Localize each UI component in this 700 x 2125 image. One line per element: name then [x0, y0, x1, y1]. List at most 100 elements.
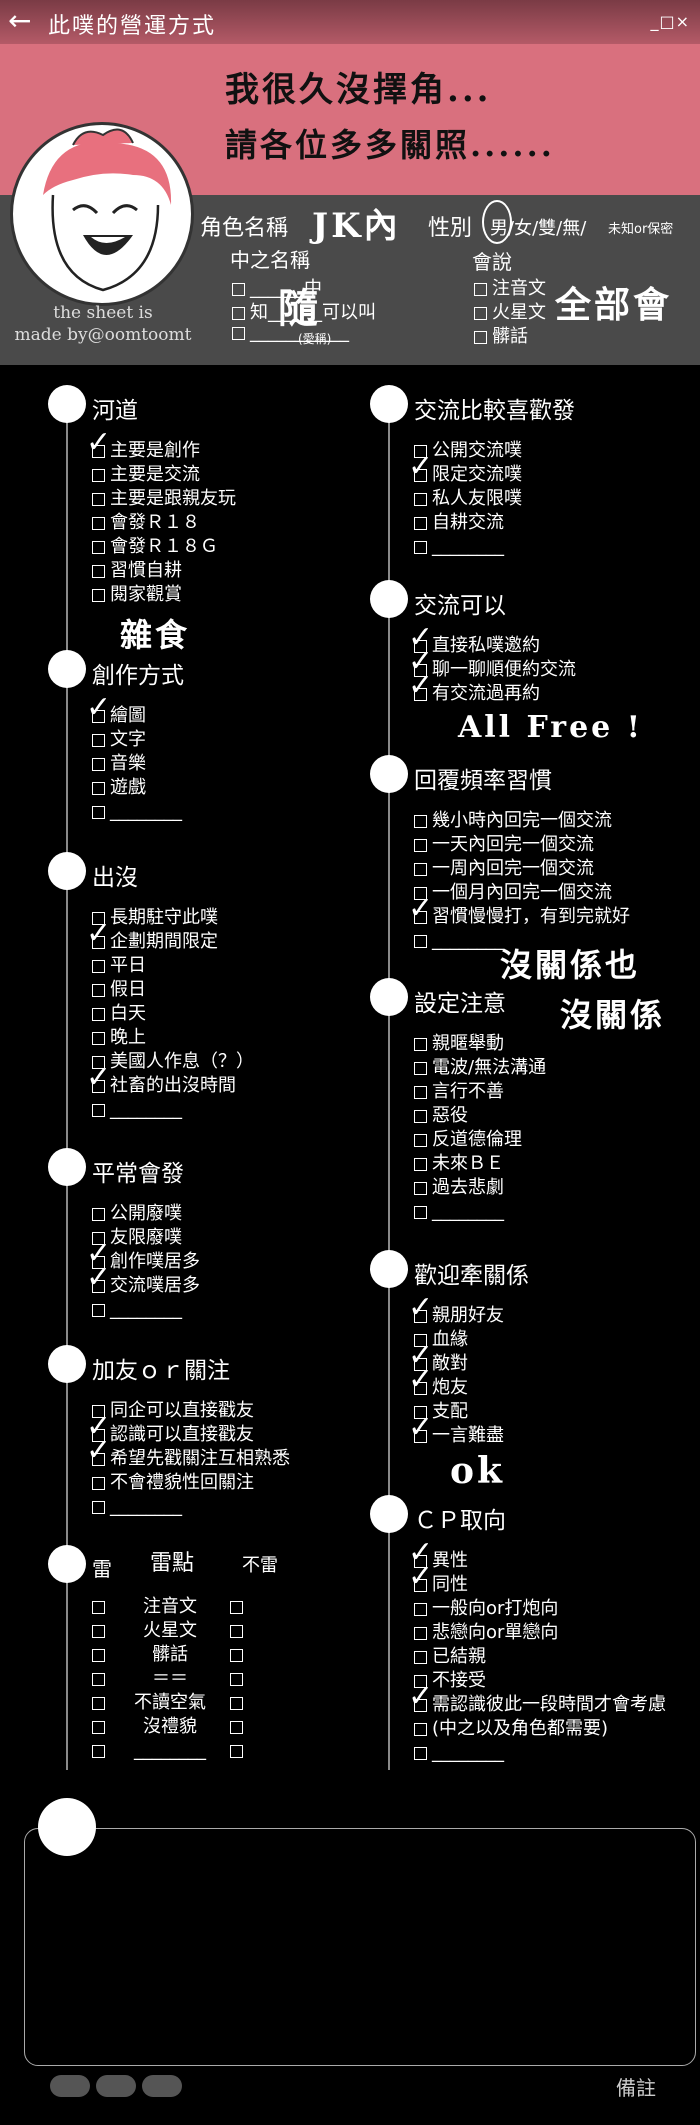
setting-option-blank[interactable]: ________ [414, 1200, 504, 1224]
friend-option-0[interactable]: 同企可以直接戳友 [92, 1399, 254, 1423]
checkbox-icon[interactable] [230, 1720, 243, 1734]
exchange-option-1[interactable]: 限定交流噗 [414, 463, 522, 487]
river-option-4[interactable]: 會發Ｒ１８Ｇ [92, 535, 218, 559]
reply-option-blank[interactable]: ________ [414, 929, 504, 953]
lang-opt2[interactable]: 火星文 [474, 298, 546, 324]
reply-option-2[interactable]: 一周內回完一個交流 [414, 857, 594, 881]
welcome-option-2[interactable]: 敵對 [414, 1352, 468, 1376]
reply-option-3[interactable]: 一個月內回完一個交流 [414, 881, 612, 905]
usual-option-3[interactable]: 交流噗居多 [92, 1274, 200, 1298]
cp-option-6[interactable]: 需認識彼此一段時間才會考慮 [414, 1693, 666, 1717]
lang-opt1[interactable]: 注音文 [474, 274, 546, 300]
river-option-2[interactable]: 主要是跟親友玩 [92, 487, 236, 511]
create-option-1[interactable]: 文字 [92, 728, 146, 752]
checkbox-icon[interactable] [230, 1696, 243, 1710]
appear-option-7[interactable]: 社畜的出沒時間 [92, 1074, 236, 1098]
back-arrow-icon[interactable]: ← [8, 4, 32, 37]
reply-option-4[interactable]: 習慣慢慢打，有到完就好 [414, 905, 630, 929]
river-option-0[interactable]: 主要是創作 [92, 439, 200, 463]
appear-option-2[interactable]: 平日 [92, 954, 146, 978]
mine-option-3[interactable]: ＝＝ [92, 1667, 248, 1691]
mine-option-2[interactable]: 髒話 [92, 1643, 248, 1667]
river-option-3[interactable]: 會發Ｒ１８ [92, 511, 200, 535]
usual-option-1[interactable]: 友限廢噗 [92, 1226, 182, 1250]
checkbox-icon[interactable] [230, 1672, 243, 1686]
cn-opt3-row[interactable]: ___________ [232, 322, 349, 343]
mine-option-5[interactable]: 沒禮貌 [92, 1715, 248, 1739]
cn-opt2-row[interactable]: 知______可以叫 [232, 298, 376, 324]
exchange-option-2[interactable]: 私人友限噗 [414, 487, 522, 511]
setting-option-1[interactable]: 電波/無法溝通 [414, 1056, 546, 1080]
cp-option-2[interactable]: 一般向or打炮向 [414, 1597, 558, 1621]
usual-option-0[interactable]: 公開廢噗 [92, 1202, 182, 1226]
welcome-option-4[interactable]: 支配 [414, 1400, 468, 1424]
setting-option-0[interactable]: 親暱舉動 [414, 1032, 504, 1056]
checkbox-icon[interactable] [230, 1648, 243, 1662]
exchange-option-3[interactable]: 自耕交流 [414, 511, 504, 535]
create-option-3[interactable]: 遊戲 [92, 776, 146, 800]
appear-option-0[interactable]: 長期駐守此噗 [92, 906, 218, 930]
river-option-1[interactable]: 主要是交流 [92, 463, 200, 487]
cp-option-7[interactable]: (中之以及角色都需要) [414, 1717, 608, 1741]
mine-option-0[interactable]: 注音文 [92, 1595, 248, 1619]
can-option-2[interactable]: 有交流過再約 [414, 682, 540, 706]
cp-option-0[interactable]: 異性 [414, 1549, 468, 1573]
checkbox-icon [92, 1303, 105, 1317]
reply-option-1[interactable]: 一天內回完一個交流 [414, 833, 594, 857]
cp-option-3[interactable]: 悲戀向or單戀向 [414, 1621, 558, 1645]
welcome-option-3[interactable]: 炮友 [414, 1376, 468, 1400]
river-option-5[interactable]: 習慣自耕 [92, 559, 182, 583]
setting-option-label: 言行不善 [432, 1081, 504, 1102]
river-option-6[interactable]: 閱家觀賞 [92, 583, 182, 607]
cp-option-1[interactable]: 同性 [414, 1573, 468, 1597]
appear-option-blank[interactable]: ________ [92, 1098, 182, 1122]
window-controls[interactable]: _□× [650, 12, 690, 31]
appear-option-3[interactable]: 假日 [92, 978, 146, 1002]
tag-pill-2[interactable] [96, 2075, 136, 2097]
setting-option-6[interactable]: 過去悲劇 [414, 1176, 504, 1200]
mine-option-blank[interactable]: ________ [92, 1739, 248, 1763]
friend-option-blank[interactable]: ________ [92, 1495, 182, 1519]
appear-option-1[interactable]: 企劃期間限定 [92, 930, 218, 954]
appear-option-4[interactable]: 白天 [92, 1002, 146, 1026]
friend-option-2[interactable]: 希望先戳關注互相熟悉 [92, 1447, 290, 1471]
usual-option-blank[interactable]: ________ [92, 1298, 182, 1322]
cn-opt1-row[interactable]: ______中 [232, 274, 322, 300]
welcome-option-0[interactable]: 親朋好友 [414, 1304, 504, 1328]
can-option-0[interactable]: 直接私噗邀約 [414, 634, 540, 658]
usual-option-2[interactable]: 創作噗居多 [92, 1250, 200, 1274]
appear-option-label: 美國人作息（？） [110, 1051, 254, 1072]
checkbox-icon[interactable] [230, 1744, 243, 1758]
exchange-option-0[interactable]: 公開交流噗 [414, 439, 522, 463]
friend-option-1[interactable]: 認識可以直接戳友 [92, 1423, 254, 1447]
create-option-0[interactable]: 繪圖 [92, 704, 146, 728]
cp-option-4[interactable]: 已結親 [414, 1645, 486, 1669]
mine-option-1[interactable]: 火星文 [92, 1619, 248, 1643]
handwritten-message-line2: 請各位多多關照...... [225, 126, 555, 164]
mine-option-4[interactable]: 不讀空氣 [92, 1691, 248, 1715]
lang-opt3[interactable]: 髒話 [474, 322, 528, 348]
appear-option-5[interactable]: 晚上 [92, 1026, 146, 1050]
notes-box[interactable] [24, 1828, 696, 2066]
cp-option-blank[interactable]: ________ [414, 1741, 504, 1765]
create-option-2[interactable]: 音樂 [92, 752, 146, 776]
exchange-option-blank[interactable]: ________ [414, 535, 504, 559]
friend-option-3[interactable]: 不會禮貌性回關注 [92, 1471, 254, 1495]
reply-option-0[interactable]: 幾小時內回完一個交流 [414, 809, 612, 833]
setting-option-2[interactable]: 言行不善 [414, 1080, 504, 1104]
appear-option-6[interactable]: 美國人作息（？） [92, 1050, 254, 1074]
tag-pill-1[interactable] [50, 2075, 90, 2097]
checkbox-icon[interactable] [230, 1600, 243, 1614]
setting-option-5[interactable]: 未來ＢＥ [414, 1152, 504, 1176]
appear-option-label: 社畜的出沒時間 [110, 1075, 236, 1096]
create-option-blank[interactable]: ________ [92, 800, 182, 824]
setting-option-3[interactable]: 惡役 [414, 1104, 468, 1128]
tag-pill-3[interactable] [142, 2075, 182, 2097]
welcome-option-5[interactable]: 一言難盡 [414, 1424, 504, 1448]
can-option-1[interactable]: 聊一聊順便約交流 [414, 658, 576, 682]
create-option-label: 音樂 [110, 753, 146, 774]
setting-option-4[interactable]: 反道德倫理 [414, 1128, 522, 1152]
checkbox-icon[interactable] [230, 1624, 243, 1638]
cp-option-5[interactable]: 不接受 [414, 1669, 486, 1693]
welcome-option-1[interactable]: 血緣 [414, 1328, 468, 1352]
